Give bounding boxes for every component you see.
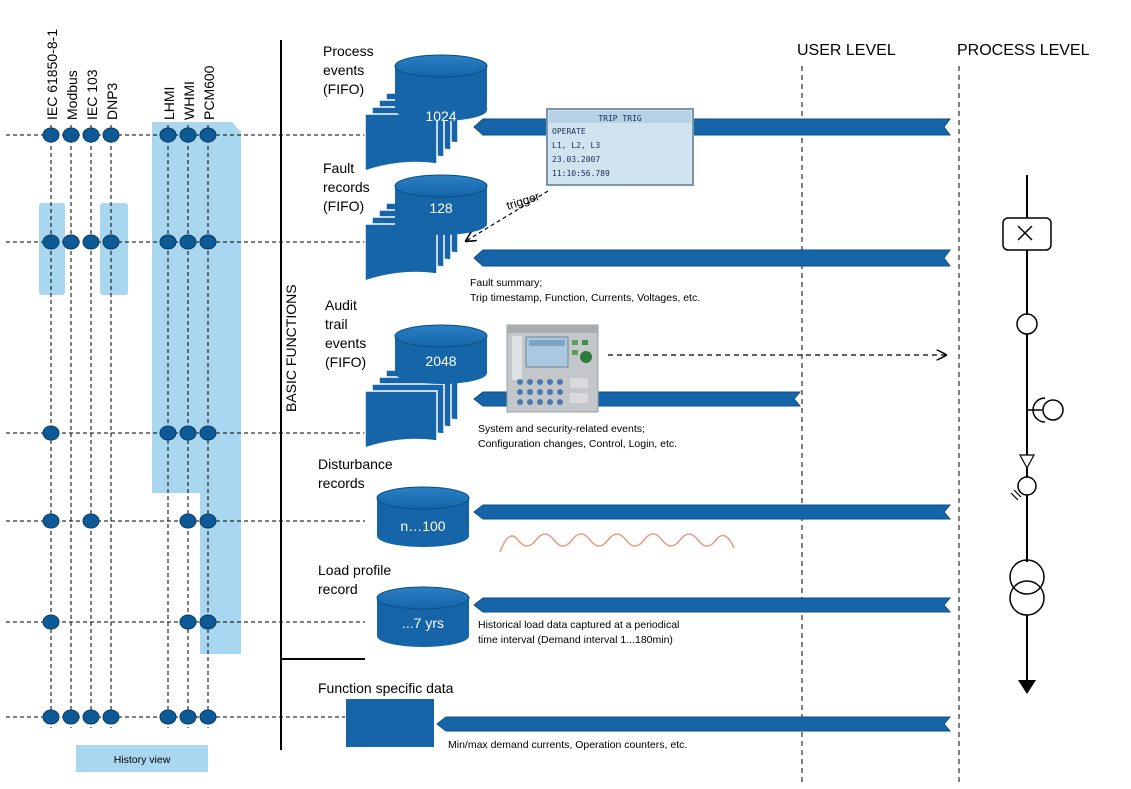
svg-text:trail: trail [325, 316, 348, 332]
svg-text:n…100: n…100 [400, 518, 445, 534]
svg-text:Configuration changes, Control: Configuration changes, Control, Login, e… [478, 438, 677, 450]
audit-trail-note: System and security-related events; Conf… [478, 423, 677, 450]
disturbance-label: Disturbance records [318, 456, 393, 491]
lcd-line-4: 11:10:56.789 [552, 169, 610, 178]
hmi-whmi: WHMI [181, 81, 197, 120]
hmi-pcm600: PCM600 [201, 65, 217, 120]
svg-text:record: record [318, 581, 358, 597]
lcd-line-2: L1, L2, L3 [552, 141, 600, 150]
process-level-heading: PROCESS LEVEL [957, 42, 1090, 59]
load-profile-note: Historical load data captured at a perio… [478, 619, 679, 646]
svg-text:128: 128 [429, 200, 453, 216]
fault-records-label: Fault records (FIFO) [323, 160, 370, 214]
trigger-arrow [466, 190, 549, 241]
svg-text:Fault summary;: Fault summary; [470, 277, 542, 289]
svg-text:Fault: Fault [323, 160, 354, 176]
feeder-arrow-icon [1018, 680, 1036, 694]
process-events-label: Process events (FIFO) [323, 43, 374, 97]
process-events-cylinder: 1024 [394, 54, 488, 124]
svg-text:events: events [323, 62, 364, 78]
svg-text:records: records [323, 179, 370, 195]
svg-text:(FIFO): (FIFO) [323, 81, 364, 97]
svg-text:(FIFO): (FIFO) [325, 354, 366, 370]
svg-text:time interval (Demand interval: time interval (Demand interval 1...180mi… [478, 634, 673, 646]
protocol-iec61850: IEC 61850-8-1 [44, 29, 60, 120]
relay-device-icon [506, 324, 599, 413]
fault-summary-note: Fault summary; Trip timestamp, Function,… [470, 277, 700, 304]
lcd-line-3: 23.03.2007 [552, 155, 600, 164]
svg-text:...7 yrs: ...7 yrs [402, 615, 444, 631]
data-flow-arrows [436, 118, 952, 732]
function-specific-note: Min/max demand currents, Operation count… [448, 739, 687, 751]
trigger-label: trigger [505, 189, 542, 213]
svg-text:1024: 1024 [425, 108, 456, 124]
svg-text:events: events [325, 335, 366, 351]
function-specific-box [346, 699, 434, 747]
audit-trail-cylinder: 2048 [394, 324, 488, 384]
function-specific-label: Function specific data [318, 680, 454, 696]
svg-text:System and security-related ev: System and security-related events; [478, 423, 645, 435]
lcd-display: TRIP TRIG OPERATE L1, L2, L3 23.03.2007 … [546, 108, 694, 186]
svg-text:Disturbance: Disturbance [318, 456, 393, 472]
disturbance-waveform [499, 533, 735, 553]
svg-text:Historical load data captured: Historical load data captured at a perio… [478, 619, 679, 631]
svg-text:Trip timestamp, Function, Curr: Trip timestamp, Function, Currents, Volt… [470, 292, 700, 304]
fault-records-cylinder: 128 [394, 174, 488, 235]
audit-trail-pages [364, 369, 459, 450]
protocol-dnp3: DNP3 [104, 82, 120, 120]
disturbance-cylinder: n…100 [376, 486, 470, 547]
lcd-title: TRIP TRIG [598, 114, 642, 123]
hmi-lhmi: LHMI [161, 87, 177, 120]
svg-text:Process: Process [323, 43, 374, 59]
svg-text:Audit: Audit [325, 297, 357, 313]
lcd-line-1: OPERATE [552, 127, 586, 136]
protocol-iec103: IEC 103 [84, 69, 100, 120]
svg-text:Load profile: Load profile [318, 562, 391, 578]
basic-functions-label: BASIC FUNCTIONS [283, 284, 299, 412]
single-line-diagram [1002, 175, 1064, 680]
user-level-heading: USER LEVEL [797, 42, 896, 59]
audit-trail-label: Audit trail events (FIFO) [325, 297, 366, 370]
channel-nodes [42, 127, 217, 725]
history-view-label: History view [114, 754, 171, 766]
svg-text:2048: 2048 [425, 353, 456, 369]
svg-text:(FIFO): (FIFO) [323, 198, 364, 214]
protocol-modbus: Modbus [64, 70, 80, 120]
load-profile-cylinder: ...7 yrs [376, 586, 470, 647]
hmi-band [152, 122, 241, 654]
svg-text:records: records [318, 475, 365, 491]
load-profile-label: Load profile record [318, 562, 391, 597]
history-view-button[interactable] [76, 745, 208, 772]
